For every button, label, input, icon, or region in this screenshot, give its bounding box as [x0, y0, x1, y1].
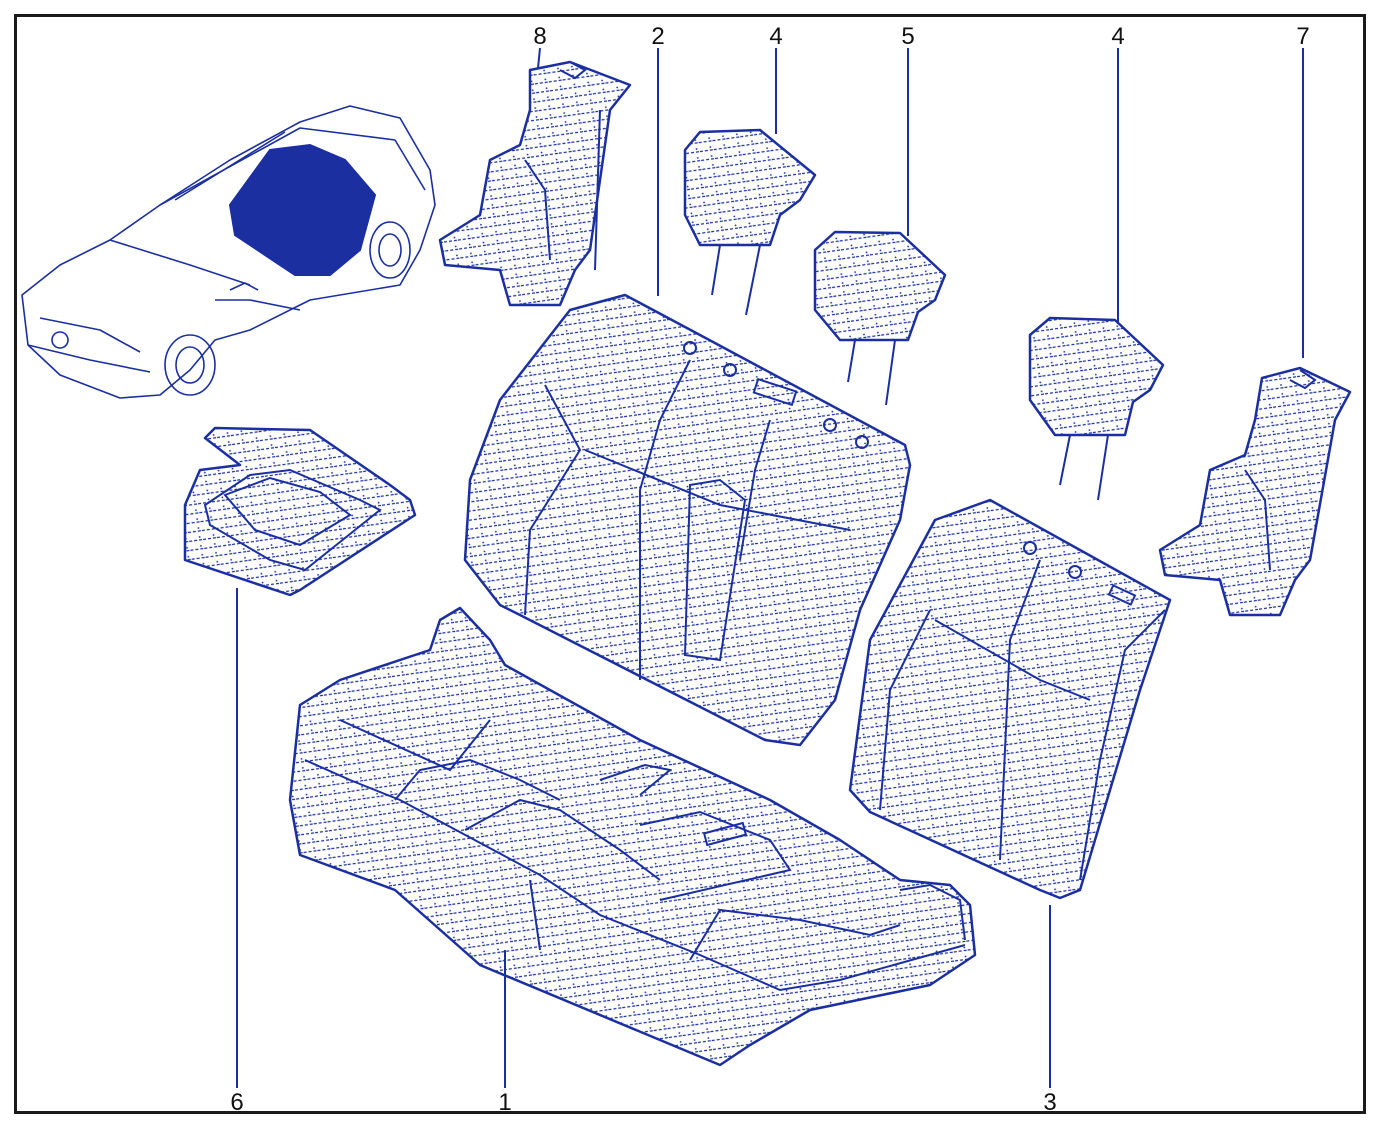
- part-3-backrest-small: [848, 498, 1172, 900]
- leader-lines: [236, 47, 1304, 1088]
- part-2-backrest-large: [463, 293, 912, 747]
- callout-labels: 8 2 4 5 4 7 6 1 3: [230, 23, 1309, 1116]
- part-6-armrest: [183, 426, 417, 597]
- callout-4-right: 4: [1111, 23, 1124, 50]
- part-4-headrest-left: [683, 128, 817, 316]
- callout-4-left: 4: [769, 23, 782, 50]
- part-5-headrest-center: [813, 230, 947, 406]
- callout-8: 7: [1296, 23, 1309, 50]
- part-1-seat-cushion: [288, 606, 977, 1067]
- part-7-left-bolster: [438, 60, 632, 307]
- part-8-right-bolster: [1158, 366, 1352, 617]
- callout-7: 8: [533, 23, 546, 50]
- part-4-headrest-right: [1028, 316, 1165, 501]
- car-overview: [21, 105, 436, 399]
- callout-3: 3: [1043, 1089, 1056, 1116]
- highlighted-rear-seat: [228, 143, 377, 276]
- callout-1: 1: [498, 1089, 511, 1116]
- callout-6: 6: [230, 1089, 243, 1116]
- callout-5: 5: [901, 23, 914, 50]
- callout-2: 2: [651, 23, 664, 50]
